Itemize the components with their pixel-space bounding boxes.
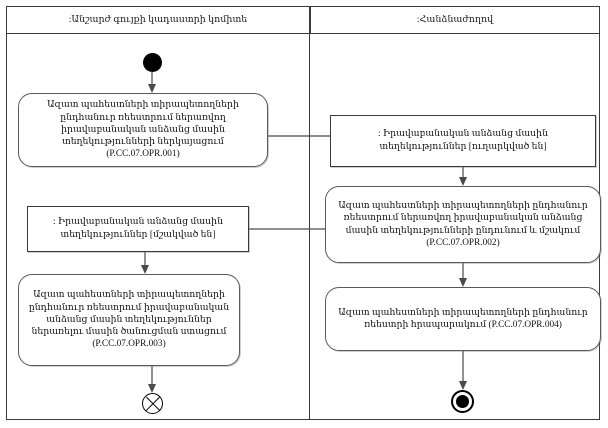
initial-node[interactable] [143,53,162,72]
swimlane-divider [309,34,310,420]
activity-final-inner [456,395,469,408]
object-node-info-processed[interactable]: : Իրավաբանական անձանց մասին տեղեկություն… [27,206,249,252]
swimlane-header-right: :Հանձնաժողով [310,6,600,34]
swimlane-header-left: :Անշարժ գույքի կադաստրի կոմիտե [6,6,310,34]
flow-final-node[interactable] [142,393,163,414]
object-node-info-sent[interactable]: : Իրավաբանական անձանց մասին տեղեկություն… [330,115,596,167]
action-node-opr-001[interactable]: Ազատ պահեստների տիրապետողների ընդհանուր … [18,93,268,167]
activity-final-node[interactable] [451,390,474,413]
action-node-opr-002[interactable]: Ազատ պահեստների տիրապետողների ընդհանուր … [325,186,601,263]
action-node-opr-003[interactable]: Ազատ պահեստների տիրապետողների ընդհանուր … [18,274,240,366]
action-node-opr-004[interactable]: Ազատ պահեստների տիրապետողների ընդհանուր … [325,287,601,351]
